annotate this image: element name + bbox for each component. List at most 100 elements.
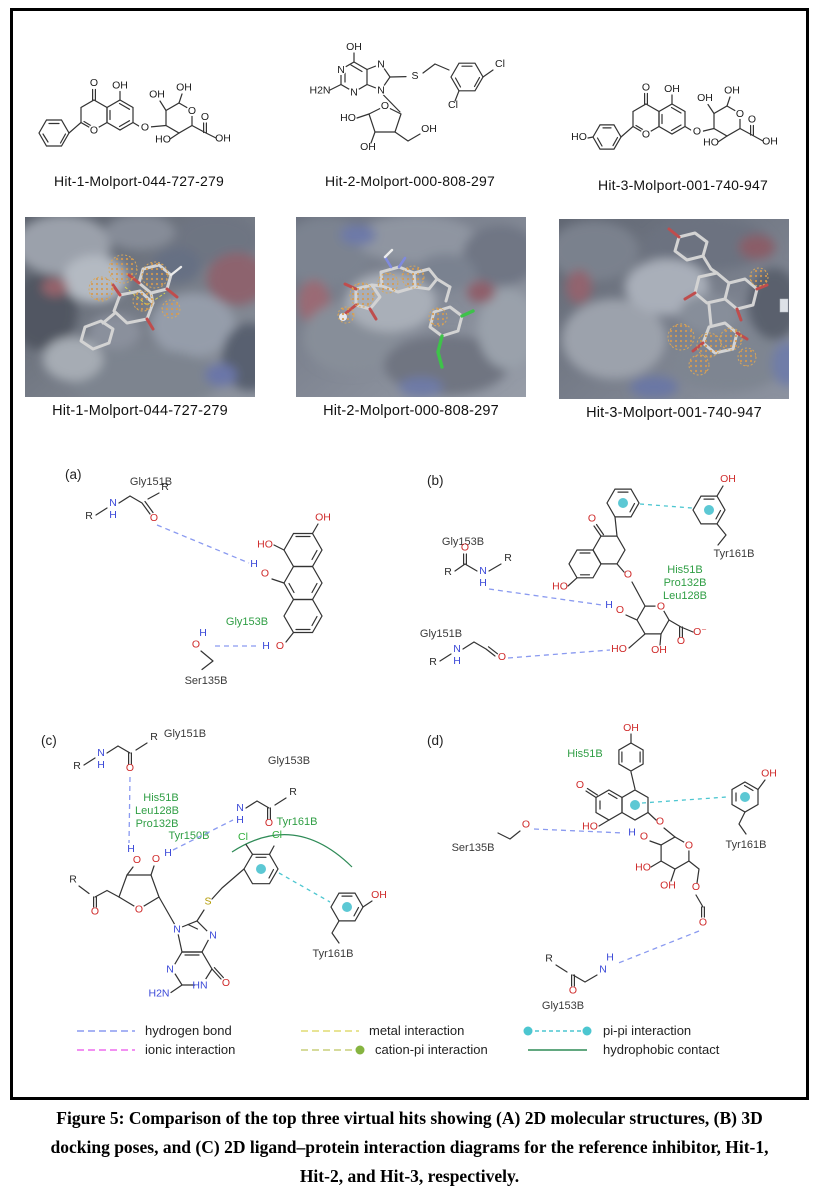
atom-label: O [141, 122, 149, 134]
atom-label: O [201, 111, 209, 123]
pi-ring-dot [704, 505, 714, 515]
atom-label: H [262, 640, 270, 652]
tyrosine-161-ring: OH Tyr161B [726, 768, 777, 852]
legend-row: ionic interaction cation-pi interaction … [61, 1040, 801, 1059]
residue-tag-box [779, 298, 789, 313]
atom-label: O [624, 569, 632, 581]
atom-label: O [576, 779, 584, 791]
metal-interaction-lines [124, 286, 166, 306]
hit1-3d-label: Hit-1-Molport-044-727-279 [52, 403, 228, 419]
atom-label: R [289, 786, 297, 798]
atom-label: S [204, 896, 211, 908]
interaction-legend: hydrogen bond metal interaction pi-pi in… [61, 1021, 801, 1059]
serine-135-sketch: O Ser135B [452, 819, 530, 855]
hit2-structure-drawing: OH N N H2N N N S Cl Cl O HO OH OH [309, 41, 504, 153]
residue-label: His51B [667, 564, 702, 576]
ligand-rings: OH HO H O O H [250, 512, 331, 653]
structure-2d-hit3: HO O OH O O OH OH HO O O OH Hit-3-Molpor… [556, 33, 810, 203]
legend-item-cation-pi-interaction: cation-pi interaction [299, 1042, 521, 1057]
legend-item-pi-pi-interaction: pi-pi interaction [521, 1023, 801, 1038]
hit1-structure-drawing: O OH O O OH OH HO O O OH [38, 77, 231, 147]
atom-label: O [656, 816, 664, 828]
interaction-panel-c: (c) Gly151B R N H O R Gly153B N H O R Hi… [27, 717, 419, 1019]
hydrogen-bond-line [507, 649, 611, 659]
atom-label: OH [215, 133, 231, 145]
caption-line: Hit-2, and Hit-3, respectively. [299, 1166, 520, 1186]
atom-label: O [736, 108, 744, 120]
atom-label: HO [552, 581, 568, 593]
atom-label: H [453, 655, 461, 667]
atom-label: O [133, 854, 141, 866]
residue-label: Tyr161B [726, 839, 767, 851]
glucuronide-ring: O O H HO OH O O [628, 827, 707, 929]
atom-label: HO [635, 862, 651, 874]
atom-label: H [127, 843, 135, 855]
legend-item-hydrophobic-contact: hydrophobic contact [521, 1042, 801, 1057]
docking-pose-hit2: Hit-2-Molport-000-808-297 [296, 217, 526, 427]
glycine-151-sketch: R N H O R [73, 731, 158, 774]
interaction-spheres [337, 265, 448, 327]
residue-label: Ser135B [452, 842, 495, 854]
pi-pi-line [639, 503, 693, 509]
panel-d-drawing: (d) His51B OH O HO O [427, 722, 777, 1013]
atom-label: OH [651, 644, 667, 656]
atom-label: R [161, 481, 169, 493]
atom-label: O [90, 125, 98, 137]
atom-label: O [91, 906, 99, 918]
glycine-151-sketch: R N H O [429, 641, 506, 668]
hydrogen-bond-line [156, 524, 250, 564]
atom-label: N [377, 85, 385, 97]
atom-label: H [97, 759, 105, 771]
atom-label: O [588, 513, 596, 525]
atom-label: HO [611, 643, 627, 655]
pi-ring-dot [740, 792, 750, 802]
docking-pose-hit1: Hit-1-Molport-044-727-279 [25, 217, 255, 427]
atom-label: OH [724, 85, 740, 97]
hit2-3d-label: Hit-2-Molport-000-808-297 [323, 403, 499, 419]
hydroxyphenyl-ring: OH [618, 722, 644, 790]
atom-label: N [337, 64, 345, 76]
atom-label: HO [703, 137, 719, 149]
atom-label: O [693, 126, 701, 138]
hydrogen-bond-swatch [77, 1029, 135, 1032]
atom-label: HO [257, 539, 273, 551]
legend-row: hydrogen bond metal interaction pi-pi in… [61, 1021, 801, 1040]
guanine-rings: N N N HN O H2N [148, 920, 230, 1000]
pi-pi-line [641, 796, 728, 804]
residue-label: Gly153B [268, 755, 310, 767]
residue-label: Pro132B [664, 577, 707, 589]
atom-label: O [126, 762, 134, 774]
atom-label: R [69, 874, 77, 886]
pi-ring-dot [618, 498, 628, 508]
structure-2d-hit2: OH N N H2N N N S Cl Cl O HO OH OH Hit-2-… [265, 15, 555, 203]
legend-label: hydrophobic contact [603, 1042, 720, 1057]
atom-label: N [453, 643, 461, 655]
atom-label: OH [315, 512, 331, 524]
hydrophobic-contact-swatch [528, 1048, 587, 1051]
residue-label: Leu128B [135, 805, 179, 817]
atom-label: O⁻ [693, 626, 707, 638]
atom-label: O [135, 904, 143, 916]
atom-label: O [699, 917, 707, 929]
residue-label: Gly151B [130, 476, 172, 488]
atom-label: OH [761, 768, 777, 780]
hit3-2d-label: Hit-3-Molport-001-740-947 [598, 177, 768, 193]
legend-label: ionic interaction [145, 1042, 236, 1057]
residue-label: Gly151B [420, 628, 462, 640]
hit1-docking-image [25, 217, 255, 397]
atom-label: H2N [309, 85, 330, 97]
atom-label: N [166, 964, 174, 976]
residue-label: His51B [567, 748, 602, 760]
hit3-structure-drawing: HO O OH O O OH OH HO O O OH [571, 82, 778, 150]
atom-label: N [377, 59, 385, 71]
interaction-panel-a: (a) Gly151B R N H O R OH HO H O [51, 455, 416, 723]
residue-label: Tyr150B [169, 830, 210, 842]
pi-ring-dot [256, 864, 266, 874]
glycine-153-sketch: H N O R Gly153B [542, 952, 614, 1013]
panel-b-drawing: (b) Gly153B R O N H R Gly151B R N H O [420, 473, 755, 668]
atom-label: OH [664, 83, 680, 95]
atom-label: R [504, 552, 512, 564]
atom-label: O [677, 635, 685, 647]
caption-line: Figure 5: Comparison of the top three vi… [56, 1108, 763, 1128]
